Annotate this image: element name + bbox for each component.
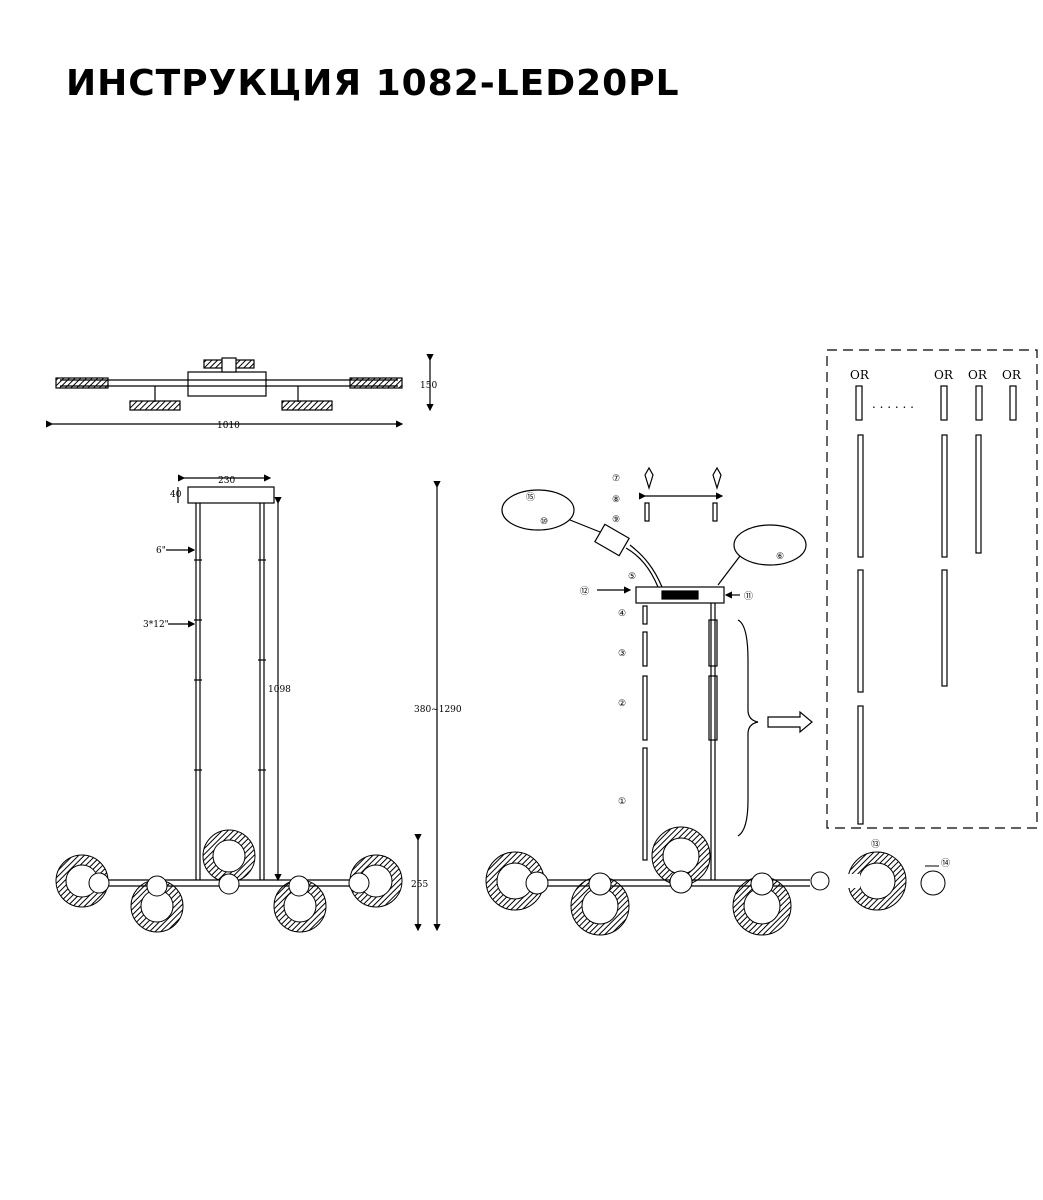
- part-14-label: ⑭: [941, 858, 950, 869]
- shade-1: [55, 854, 110, 908]
- or-label-1: OR: [850, 368, 870, 382]
- part-7-label: ⑦: [612, 474, 620, 484]
- front-view-shades: [55, 829, 403, 933]
- or-label-3: OR: [968, 368, 988, 382]
- assembly-shades: [485, 826, 946, 936]
- or-label-4: OR: [1002, 368, 1022, 382]
- part-6-label: ⑥: [776, 552, 784, 562]
- part-11-label: ⑪: [744, 591, 753, 602]
- shade-3: [202, 829, 256, 895]
- top-view: [46, 354, 434, 428]
- shade-2: [130, 875, 184, 933]
- canopy-height-dim: 40: [170, 490, 182, 500]
- part-8-label: ⑧: [612, 495, 620, 505]
- part-13-label: ⑬: [871, 839, 880, 850]
- part-2-label: ②: [618, 699, 626, 709]
- part-10-label: ⑩: [540, 517, 548, 527]
- rod-a-label: 6": [156, 546, 166, 556]
- total-height-dim: 380~1290: [414, 705, 462, 715]
- rod-b-label: 3*12": [143, 620, 169, 630]
- part-4-label: ④: [618, 609, 626, 619]
- part-1-label: ①: [618, 797, 626, 807]
- ellipsis-dots: . . . . . .: [872, 397, 914, 411]
- part-9-label: ⑨: [612, 515, 620, 525]
- cable-length-dim: 1098: [268, 685, 291, 695]
- part-5-label: ⑤: [628, 572, 636, 582]
- shade-5: [348, 854, 403, 908]
- asm-ring-part: [846, 851, 907, 911]
- top-width-dim: 1010: [217, 421, 240, 431]
- asm-shade-2: [570, 872, 630, 936]
- shade-4: [273, 875, 327, 933]
- asm-end-cap: [810, 871, 830, 891]
- top-height-dim: 150: [420, 381, 437, 391]
- canopy-width-dim: 230: [218, 476, 235, 486]
- asm-bulb: [920, 865, 946, 896]
- part-15-label: ⑮: [526, 492, 535, 503]
- or-label-2: OR: [934, 368, 954, 382]
- asm-shade-3: [651, 826, 711, 894]
- asm-shade-4: [732, 872, 792, 936]
- part-12-label: ⑫: [580, 586, 589, 597]
- assembly-view: [501, 349, 1038, 887]
- asm-shade-1: [485, 851, 549, 911]
- bottom-height-dim: 255: [411, 880, 428, 890]
- page-title: ИНСТРУКЦИЯ 1082-LED20PL: [66, 63, 680, 104]
- part-3-label: ③: [618, 649, 626, 659]
